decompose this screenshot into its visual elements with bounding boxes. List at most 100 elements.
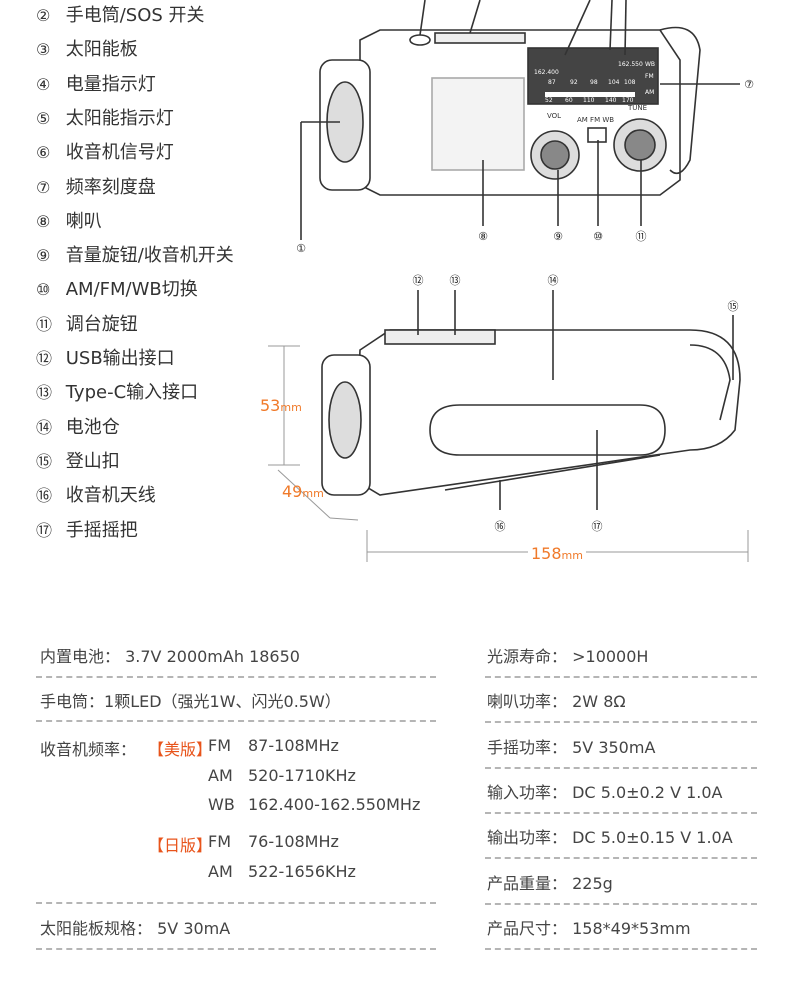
band: FM [208, 736, 232, 755]
spec-row: 喇叭功率： 2W 8Ω [487, 688, 626, 712]
legend-label: 频率刻度盘 [65, 176, 156, 198]
spec-label: 产品重量： [487, 873, 568, 893]
spec-value: 5V 350mA [572, 737, 656, 757]
range: 522-1656KHz [248, 862, 356, 881]
radio-frequency-row: FM 76-108MHz [208, 832, 339, 851]
spec-value: >10000H [572, 647, 649, 666]
legend-label: 收音机天线 [65, 485, 156, 507]
spec-row: 产品重量： 225g [487, 870, 613, 894]
dial-band-wb: WB [645, 61, 655, 68]
legend-item: ⑧ 喇叭 [36, 207, 102, 233]
legend-number: ⑯ [36, 486, 53, 506]
radio-frequency-row: WB 162.400-162.550MHz [208, 795, 420, 814]
legend-label: 登山扣 [65, 450, 120, 472]
range: 520-1710KHz [248, 766, 356, 785]
legend-label: AM/FM/WB切换 [65, 279, 198, 301]
callout-11: ⑪ [636, 230, 647, 243]
spec-radio-label: 收音机频率： [40, 740, 137, 759]
legend-label: 电量指示灯 [65, 73, 156, 95]
legend-number: ⑭ [36, 417, 53, 437]
divider [485, 721, 757, 724]
spec-value: DC 5.0±0.15 V 1.0A [572, 828, 733, 848]
legend-label: Type-C输入接口 [65, 382, 199, 404]
spec-row: 产品尺寸： 158*49*53mm [487, 915, 691, 939]
dial-wb-low: 162.400 [534, 69, 559, 76]
vol-label: VOL [547, 112, 561, 120]
legend-number: ④ [36, 74, 51, 94]
band: AM [208, 862, 233, 881]
spec-label: 手摇功率： [487, 737, 568, 757]
callout-8: ⑧ [478, 230, 488, 243]
dimension-length: 158mm [528, 544, 586, 563]
range: 76-108MHz [248, 832, 339, 851]
legend-item: ⑰ 手摇摇把 [36, 516, 138, 542]
callout-9: ⑨ [553, 230, 563, 243]
divider [485, 676, 757, 678]
radio-frequency-row: FM 87-108MHz [208, 736, 339, 755]
spec-row: 手摇功率： 5V 350mA [487, 734, 655, 758]
divider [485, 902, 757, 905]
svg-text:87: 87 [548, 79, 556, 86]
legend-number: ③ [36, 40, 51, 60]
svg-text:104: 104 [608, 79, 620, 86]
legend-label: 太阳能板 [65, 39, 138, 61]
range: 87-108MHz [248, 736, 339, 755]
dial-band-am: AM [645, 89, 654, 96]
dimension-depth: 49mm [282, 482, 324, 501]
legend-item: ② 手电筒/SOS 开关 [36, 1, 205, 27]
svg-text:92: 92 [570, 79, 578, 86]
svg-text:170: 170 [622, 97, 634, 104]
spec-value: 225g [572, 873, 613, 893]
legend-number: ⑩ [36, 280, 51, 300]
band: AM [208, 766, 233, 785]
svg-text:60: 60 [565, 97, 573, 104]
svg-text:98: 98 [590, 79, 598, 86]
radio-side-view [321, 290, 741, 510]
band: WB [208, 795, 235, 814]
spec-flashlight: 手电筒：1颗LED（强光1W、闪光0.5W） [40, 692, 341, 711]
spec-label: 喇叭功率： [487, 692, 568, 712]
spec-battery: 内置电池： 3.7V 2000mAh 18650 [40, 647, 300, 666]
legend-label: 手摇摇把 [65, 519, 138, 541]
spec-row: 输入功率： DC 5.0±0.2 V 1.0A [487, 779, 723, 803]
spec-label: 输出功率： [487, 828, 568, 848]
spec-value: DC 5.0±0.2 V 1.0A [572, 782, 723, 802]
callout-16: ⑯ [495, 520, 506, 533]
radio-frequency-row: AM 520-1710KHz [208, 766, 356, 785]
svg-text:140: 140 [605, 97, 617, 104]
legend-item: ⑫ USB输出接口 [36, 344, 175, 370]
divider [485, 947, 757, 950]
divider [485, 811, 757, 814]
dial-wb-high: 162.550 [618, 61, 643, 68]
legend-number: ⑥ [36, 143, 51, 163]
legend-item: ⑮ 登山扣 [36, 447, 120, 473]
legend-label: 太阳能指示灯 [65, 107, 174, 129]
tune-label: TUNE [627, 104, 647, 112]
band: FM [208, 832, 232, 851]
legend-number: ⑫ [36, 349, 53, 368]
legend-number: ⑤ [36, 108, 51, 128]
legend-number: ⑬ [36, 383, 53, 403]
legend-item: ⑤ 太阳能指示灯 [36, 104, 174, 130]
us-version-tag: 【美版】 [148, 740, 213, 759]
legend-item: ⑬ Type-C输入接口 [36, 378, 198, 404]
legend-number: ⑧ [36, 211, 51, 231]
dimension-height: 53mm [260, 396, 302, 415]
legend-label: USB输出接口 [65, 348, 175, 369]
legend-item: ⑪ 调台旋钮 [36, 310, 138, 336]
legend-label: 喇叭 [65, 210, 102, 232]
legend-item: ⑩ AM/FM/WB切换 [36, 275, 198, 301]
spec-row: 光源寿命： >10000H [487, 643, 648, 667]
legend-item: ⑭ 电池仓 [36, 413, 120, 439]
legend-number: ② [36, 6, 51, 25]
spec-solar: 太阳能板规格： 5V 30mA [40, 919, 231, 938]
legend-label: 音量旋钮/收音机开关 [65, 245, 234, 267]
spec-value: 158*49*53mm [572, 918, 691, 938]
dial-band-fm: FM [645, 73, 654, 80]
legend-item: ③ 太阳能板 [36, 35, 138, 61]
callout-15: ⑮ [728, 300, 739, 313]
range: 162.400-162.550MHz [248, 795, 421, 814]
